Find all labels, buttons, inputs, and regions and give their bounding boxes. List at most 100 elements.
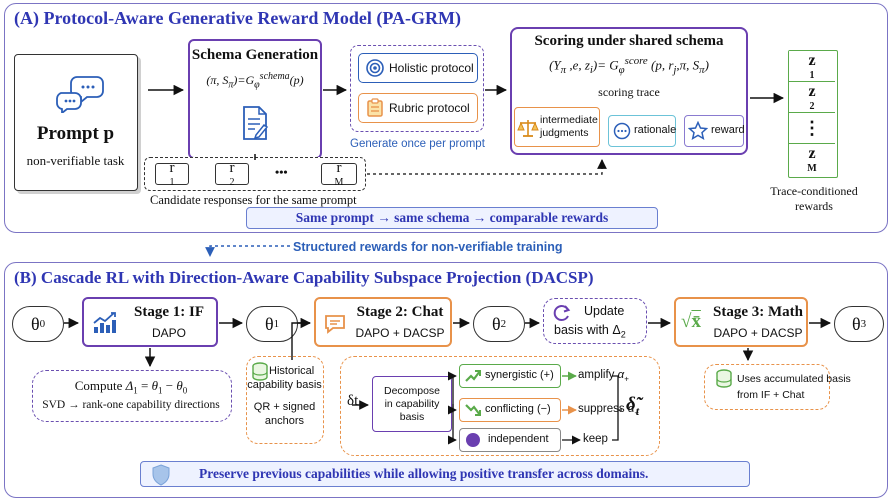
update-line1: Update (584, 304, 625, 318)
schema-title: Schema Generation (191, 47, 319, 63)
rationale-box: rationale (608, 115, 676, 147)
historical-line1: Historical (269, 365, 315, 377)
panel-b-banner-text: Preserve previous capabilities while all… (199, 466, 649, 481)
trend-up-icon (465, 370, 481, 382)
schema-generation-box: Schema Generation (π, Sπ)=Gφschema(p) (188, 39, 322, 159)
holistic-protocol-label: Holistic protocol (389, 61, 474, 75)
stage2-subtitle: DAPO + DACSP (355, 326, 445, 340)
holistic-protocol-box: Holistic protocol (358, 53, 478, 83)
z-item-dots: ⋮ (789, 113, 835, 144)
generate-once-label: Generate once per prompt (350, 138, 485, 150)
historical-line3: QR + signed (253, 401, 316, 413)
decompose-line2: in capability (384, 397, 440, 410)
refresh-icon (553, 305, 571, 321)
stage1-title: Stage 1: IF (134, 304, 204, 320)
chat-bubbles-icon (56, 76, 104, 113)
sqrt-icon: √x̄ (681, 311, 701, 332)
scoring-trace-label: scoring trace (598, 85, 660, 99)
stage1-subtitle: DAPO (151, 326, 186, 340)
compute-line1: Compute Δ1 = θ1 − θ0 (74, 378, 188, 396)
z-caption: Trace-conditioned rewards (770, 184, 858, 213)
action-amplify: amplify α+ (578, 369, 629, 384)
speech-bubble-icon (613, 122, 631, 140)
panel-b (4, 262, 888, 498)
intermediate-judgments-box: intermediate judgments (514, 107, 600, 147)
rubric-protocol-label: Rubric protocol (389, 101, 470, 115)
panel-a (4, 3, 888, 233)
stage3-title: Stage 3: Math (713, 304, 803, 320)
panel-a-banner-text: Same prompt → same schema → comparable r… (295, 210, 609, 225)
prompt-subtitle: non-verifiable task (26, 153, 125, 168)
schema-formula: (π, Sπ)=Gφschema(p) (206, 71, 304, 91)
decompose-line1: Decompose (383, 384, 441, 397)
accumulated-line1: Uses accumulated basis (737, 373, 851, 385)
stage2-title: Stage 2: Chat (356, 304, 444, 320)
link-text: Structured rewards for non-verifiable tr… (293, 240, 563, 254)
chat-icon (325, 315, 345, 334)
branch-synergistic: synergistic (+) (459, 364, 561, 388)
arrow-link (205, 245, 290, 257)
accumulated-basis-box: Uses accumulated basis from IF + Chat (704, 364, 851, 410)
branch-conflicting: conflicting (−) (459, 398, 561, 422)
action-keep: keep (583, 433, 608, 445)
update-basis-box: Update basis with Δ2 (543, 298, 647, 344)
candidates-caption: Candidate responses for the same prompt (150, 193, 357, 207)
stage1-box: Stage 1: IF DAPO (82, 297, 218, 347)
target-icon (366, 59, 384, 77)
panel-b-title: (B) Cascade RL with Direction-Aware Capa… (14, 268, 594, 287)
branch-independent-label: independent (488, 433, 549, 445)
panel-a-banner: Same prompt → same schema → comparable r… (246, 207, 658, 229)
decompose-box: Decompose in capability basis (372, 376, 452, 432)
scoring-box: Scoring under shared schema (Yπ ,e, zi)=… (510, 27, 748, 155)
delta-tilde-label: δ̃t (626, 394, 640, 418)
compute-delta1-box: Compute Δ1 = θ1 − θ0 SVD → rank-one capa… (32, 370, 232, 422)
stage2-box: Stage 2: Chat DAPO + DACSP (314, 297, 452, 347)
trend-down-icon (465, 404, 481, 416)
reward-box: reward (684, 115, 745, 147)
reward-label: reward (711, 124, 745, 136)
database-icon (252, 362, 268, 381)
compute-line2: SVD → rank-one capability directions (42, 399, 220, 411)
accumulated-line2: from IF + Chat (737, 389, 805, 401)
shield-icon (152, 464, 170, 486)
delta-t-label: δt (347, 393, 359, 409)
rationale-label: rationale (634, 124, 677, 136)
historical-line4: anchors (264, 415, 305, 427)
scoring-title: Scoring under shared schema (534, 33, 724, 49)
stage3-box: √x̄ Stage 3: Math DAPO + DACSP (674, 297, 808, 347)
prompt-box: Prompt p non-verifiable task (14, 54, 138, 191)
growth-chart-icon (93, 312, 116, 333)
update-line2: basis with Δ2 (554, 323, 626, 340)
intermediate-judgments-label: intermediate judgments (540, 114, 598, 139)
document-icon (243, 106, 269, 140)
database-icon-2 (716, 369, 732, 388)
stage3-subtitle: DAPO + DACSP (713, 326, 803, 340)
candidate-ellipsis: ••• (275, 165, 288, 179)
rubric-protocol-box: Rubric protocol (358, 93, 478, 123)
branch-conflicting-label: conflicting (−) (485, 403, 551, 415)
panel-b-banner: Preserve previous capabilities while all… (140, 461, 750, 487)
historical-basis-box: Historical capability basis QR + signed … (246, 356, 324, 444)
decompose-line3: basis (399, 410, 425, 423)
branch-independent: independent (459, 428, 561, 452)
scale-icon (517, 120, 539, 137)
branch-synergistic-label: synergistic (+) (485, 369, 554, 381)
prompt-title: Prompt p (36, 123, 115, 144)
dot-icon (466, 433, 480, 447)
star-icon (688, 121, 708, 141)
panel-a-title: (A) Protocol-Aware Generative Reward Mod… (14, 8, 462, 28)
scoring-formula: (Yπ ,e, zi)= Gφscore (p, rj,π, Sπ) (549, 55, 709, 76)
historical-line2: capability basis (247, 379, 322, 391)
